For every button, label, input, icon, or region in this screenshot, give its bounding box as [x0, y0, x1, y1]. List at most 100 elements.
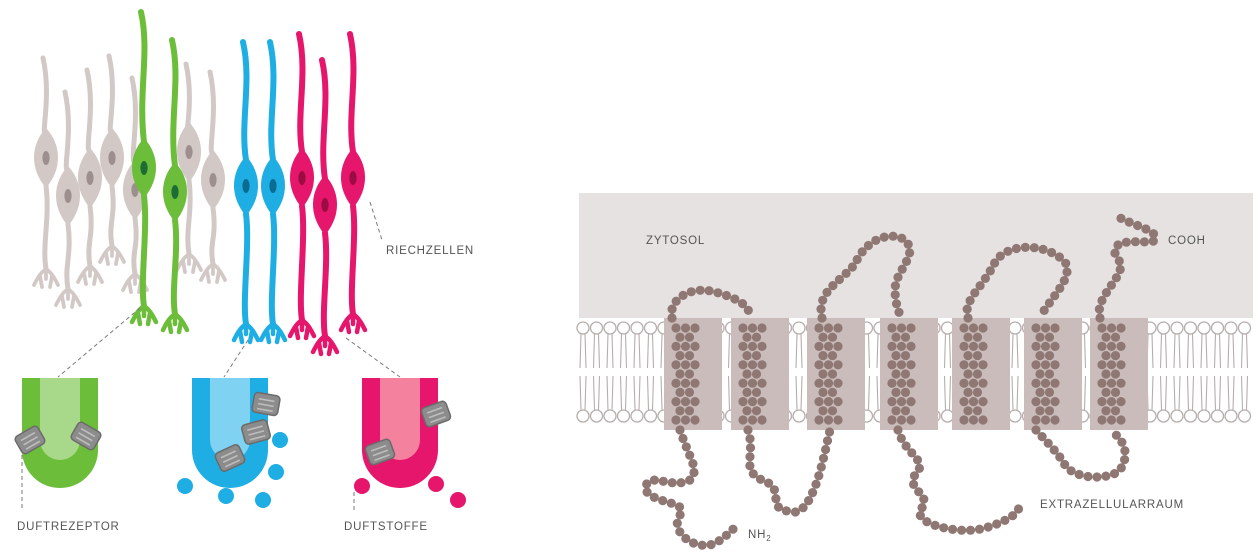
chain-bead — [1115, 256, 1124, 265]
chain-bead — [730, 294, 739, 303]
helix-bead — [1101, 333, 1110, 342]
lipid-tails-top — [607, 334, 613, 368]
chain-bead — [816, 305, 825, 314]
helix-bead — [1116, 342, 1125, 351]
helix-bead — [671, 397, 680, 406]
chain-bead — [1116, 265, 1125, 274]
helix-bead — [1031, 360, 1040, 369]
lipid-tails-bottom — [1242, 376, 1248, 410]
lipid-head-top — [1158, 322, 1170, 334]
cell-nucleus — [64, 189, 71, 203]
helix-bead — [1050, 379, 1059, 388]
helix-bead — [887, 379, 896, 388]
helix-bead — [681, 342, 690, 351]
cell-root-branches — [34, 269, 58, 287]
lipid-tails-top — [648, 334, 654, 368]
loop-n-terminus — [642, 425, 738, 549]
chain-bead — [705, 286, 714, 295]
helix-bead — [1031, 323, 1040, 332]
chain-bead — [975, 525, 984, 534]
odorant-particle-b2 — [218, 488, 234, 504]
chain-bead — [673, 519, 682, 528]
odor-receptors — [14, 378, 466, 508]
cell-dendrite — [243, 42, 246, 160]
helix-bead — [891, 388, 900, 397]
leader-magenta-receptor — [346, 338, 400, 377]
chain-bead — [1107, 281, 1116, 290]
lipid-head-bottom — [1239, 410, 1251, 422]
chain-bead — [745, 461, 754, 470]
chain-bead — [682, 442, 691, 451]
lipid-pair-49 — [1239, 322, 1251, 422]
cell-dendrite — [65, 92, 68, 170]
chain-bead — [696, 286, 705, 295]
helix-bead — [1116, 323, 1125, 332]
chain-bead — [667, 313, 676, 322]
lipid-pair-16 — [793, 322, 805, 422]
helix-bead — [1031, 397, 1040, 406]
helix-3 — [807, 318, 865, 430]
chain-bead — [918, 503, 927, 512]
helix-bead — [814, 379, 823, 388]
lipid-head-bottom — [1212, 410, 1224, 422]
helix-bead — [1111, 369, 1120, 378]
helix-bead — [891, 369, 900, 378]
helix-bead — [969, 415, 978, 424]
cell-axon — [352, 206, 354, 314]
lipid-pair-43 — [1158, 322, 1170, 422]
cell-root-branches — [78, 266, 102, 284]
helix-bead — [681, 360, 690, 369]
helix-bead — [897, 360, 906, 369]
helix-bead — [752, 388, 761, 397]
chain-bead — [910, 471, 919, 480]
chain-bead — [853, 255, 862, 264]
helix-bead — [1097, 360, 1106, 369]
helix-bead — [685, 406, 694, 415]
olfactory-cell-6 — [177, 64, 201, 272]
helix-bead — [752, 333, 761, 342]
lipid-tails-bottom — [1161, 376, 1167, 410]
chain-bead — [675, 502, 684, 511]
lipid-pair-3 — [618, 322, 630, 422]
cell-root-branches — [313, 336, 337, 354]
helix-bead — [814, 397, 823, 406]
lipid-head-top — [1009, 322, 1021, 334]
label-zytosol: ZYTOSOL — [646, 235, 705, 247]
chain-bead — [1047, 248, 1056, 257]
chain-bead — [1133, 221, 1142, 230]
helix-bead — [1045, 369, 1054, 378]
helix-bead — [824, 323, 833, 332]
cell-root-branches — [163, 314, 187, 332]
chain-bead — [891, 290, 900, 299]
helix-bead — [814, 342, 823, 351]
chain-bead — [667, 499, 676, 508]
helix-bead — [887, 342, 896, 351]
helix-bead — [814, 415, 823, 424]
helix-1 — [664, 318, 722, 430]
cell-dendrite — [270, 42, 273, 160]
helix-bead — [1101, 369, 1110, 378]
label-duftrezeptor: DUFTREZEPTOR — [17, 521, 120, 533]
helix-bead — [1101, 406, 1110, 415]
helix-bead — [690, 323, 699, 332]
helix-bead — [1097, 397, 1106, 406]
helix-bead — [959, 379, 968, 388]
helix-bead — [690, 397, 699, 406]
chain-bead — [992, 519, 1001, 528]
chain-bead — [1112, 431, 1121, 440]
chain-bead — [939, 523, 948, 532]
loop-extracellular-3 — [1031, 425, 1129, 481]
chain-bead — [948, 525, 957, 534]
label-cooh: COOH — [1168, 235, 1206, 247]
helix-bead — [1101, 351, 1110, 360]
lipid-tails-top — [796, 334, 802, 368]
olfactory-cell-13 — [313, 60, 337, 354]
chain-bead — [1117, 463, 1126, 472]
cell-nucleus — [269, 179, 276, 193]
helix-bead — [738, 342, 747, 351]
helix-bead — [1050, 397, 1059, 406]
chain-bead — [650, 493, 659, 502]
lipid-tails-top — [1228, 334, 1234, 368]
helix-6 — [1024, 318, 1082, 430]
label-nh2: NH2 — [748, 529, 771, 543]
